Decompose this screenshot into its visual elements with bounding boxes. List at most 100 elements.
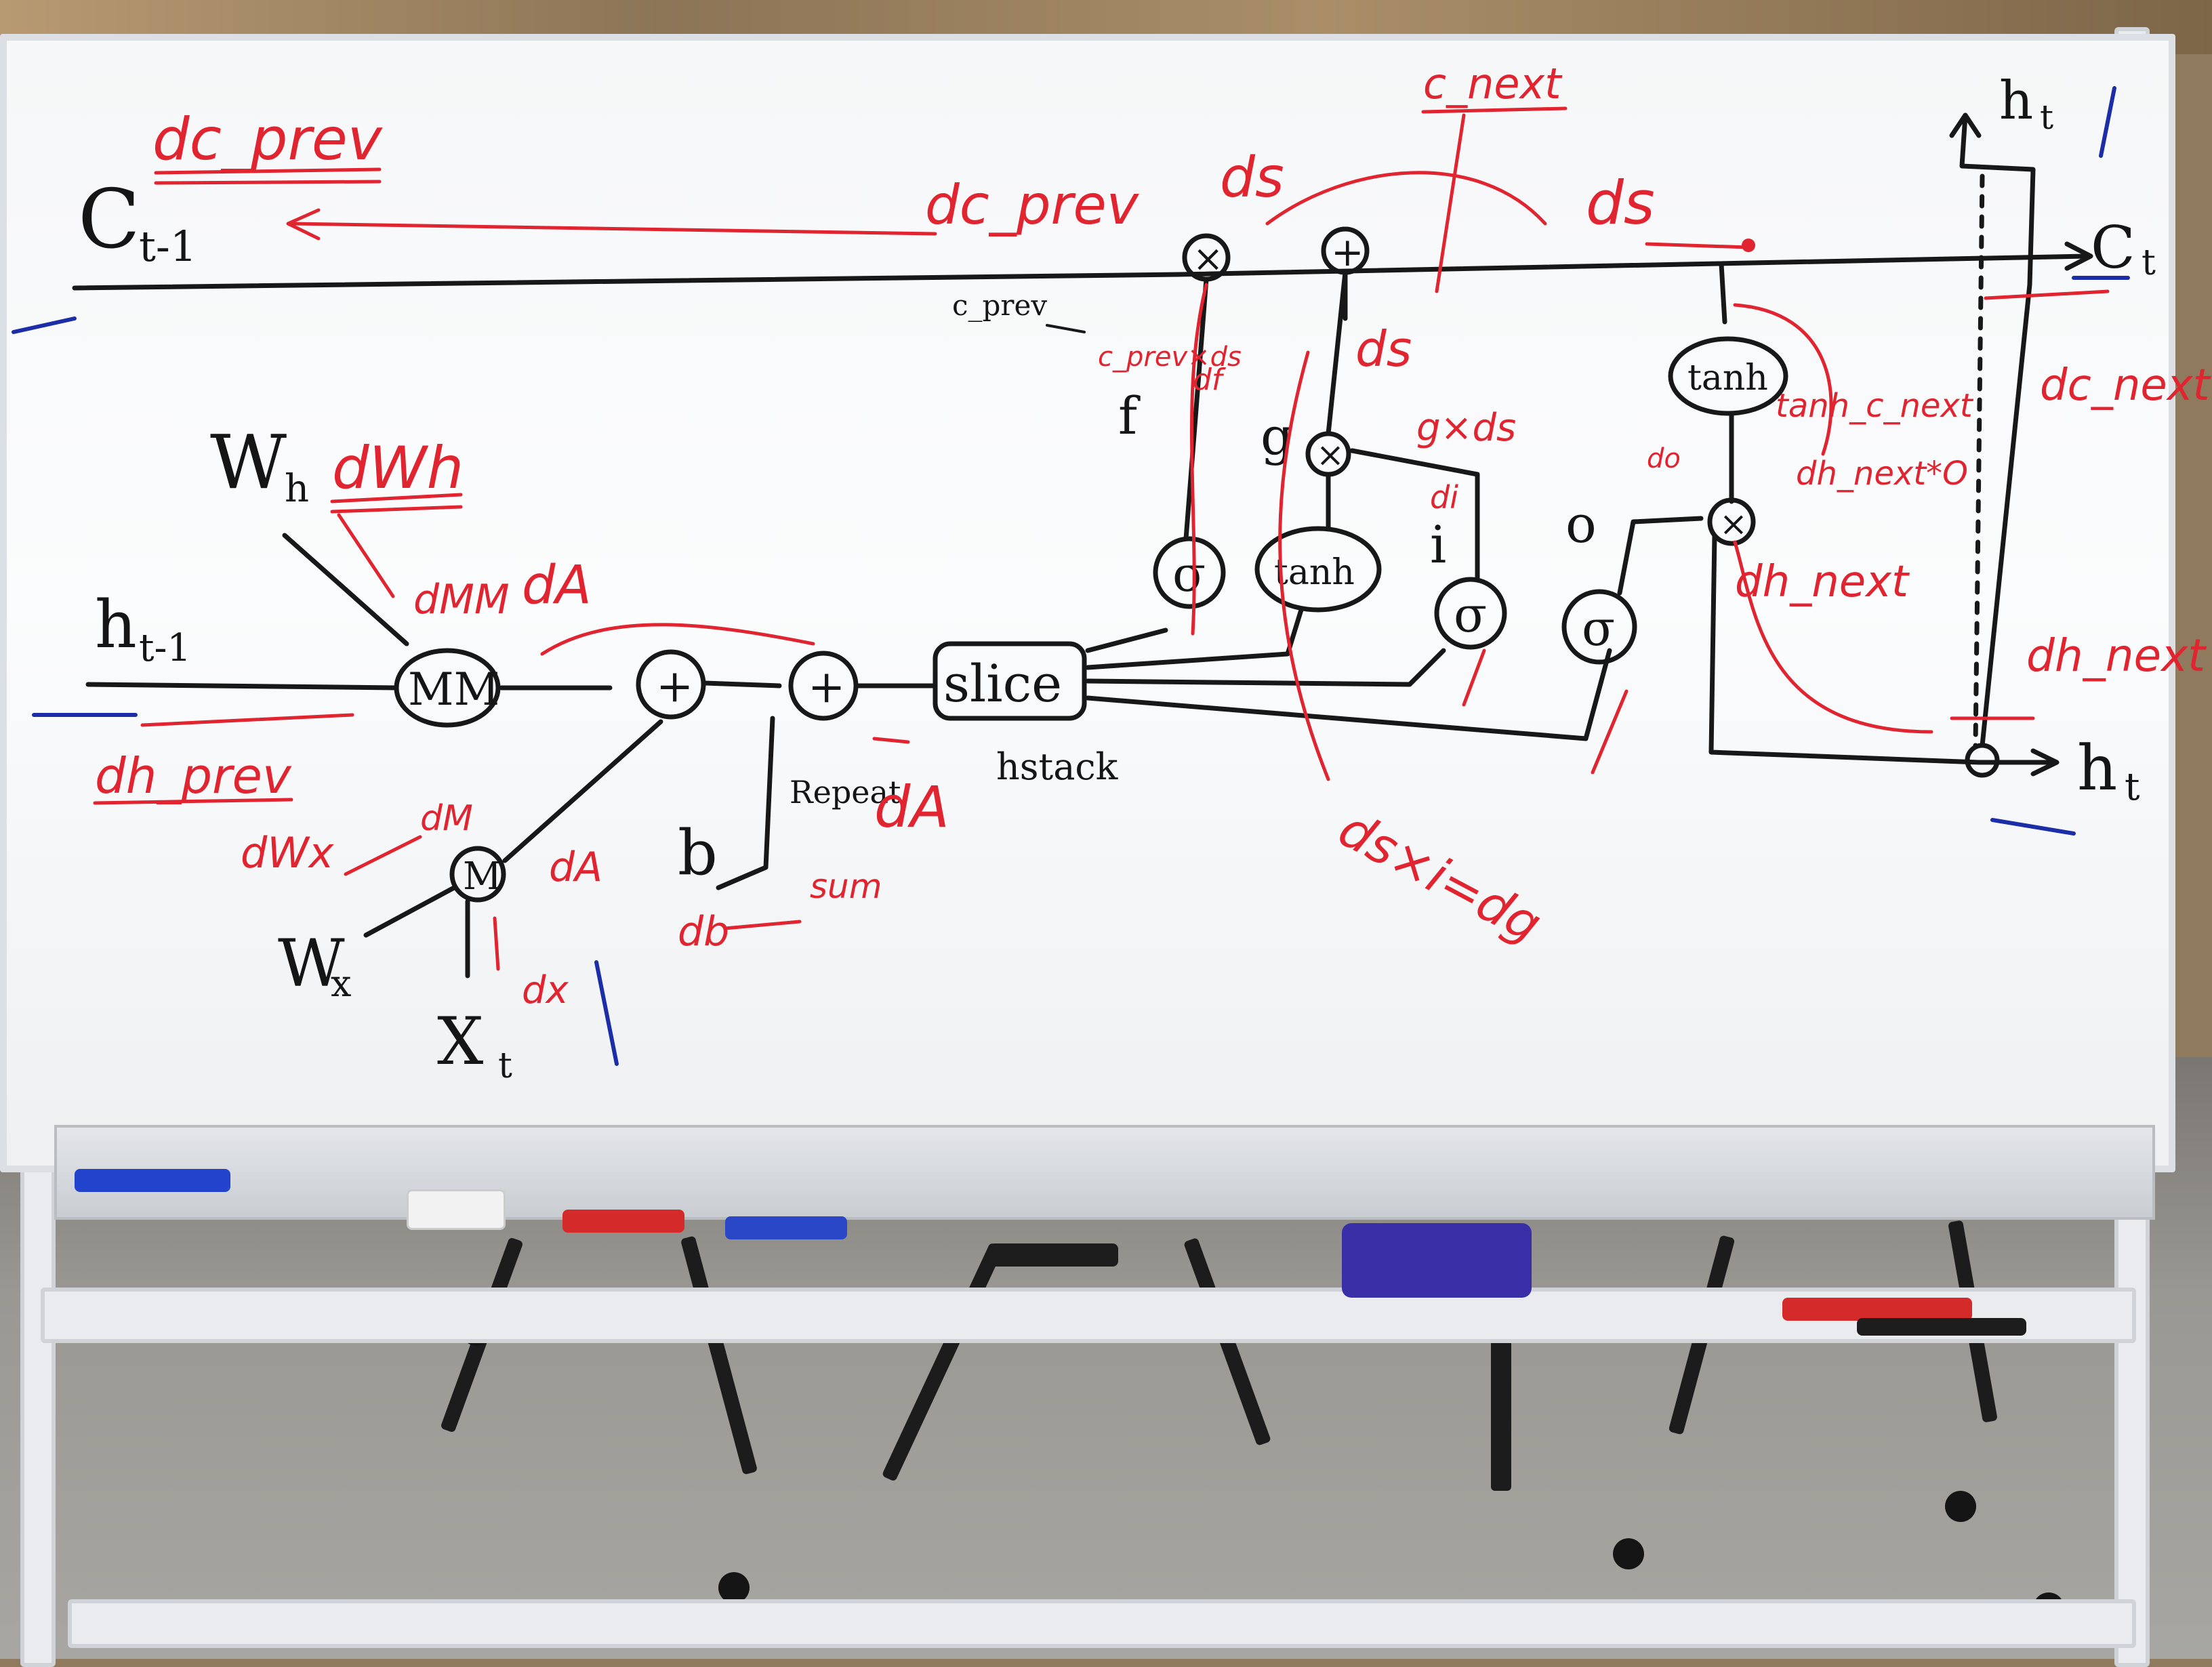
label-ds-3: ds: [1355, 321, 1412, 377]
grad-f: [1189, 283, 1208, 636]
label-tanh: tanh: [1274, 552, 1355, 593]
sigma-symbol: σ: [1582, 600, 1615, 657]
label-wx: W: [278, 926, 345, 1002]
plus-symbol: +: [656, 660, 693, 712]
label-ct: C: [2091, 214, 2135, 282]
grad-dwx: [344, 835, 422, 876]
tanh-c-node: [1668, 336, 1788, 416]
label-c-next: c_next: [1423, 59, 1563, 108]
grad-slice-back: [872, 737, 910, 744]
sigmoid-f-node: [1153, 536, 1226, 609]
label-dwx: dWx: [241, 828, 335, 878]
label-df: df: [1193, 363, 1227, 397]
sigmoid-o-node: [1561, 589, 1637, 665]
grad-ds: [1645, 242, 1750, 249]
label-da-1: dA: [522, 555, 592, 616]
label-ds-xi-dg: ds×i=dg: [1330, 800, 1551, 954]
label-tanh: tanh: [1687, 358, 1768, 398]
edge-mult-add: [1326, 270, 1348, 436]
blue-arrow: [1990, 818, 2076, 836]
grad-dh-next: [1733, 540, 1933, 734]
grad-dh-prev: [140, 713, 354, 727]
blue-arrow: [12, 316, 77, 334]
grad-dx: [493, 916, 500, 971]
dashed-boundary: [1973, 173, 1985, 748]
grad-dwh: [337, 513, 395, 598]
cell-state-line: [72, 253, 2090, 291]
label-dc-next: dc_next: [2040, 361, 2212, 411]
grad-i: [1462, 649, 1486, 707]
arrow-head: [286, 208, 321, 241]
grad-o: [1591, 689, 1629, 775]
label-sum: sum: [810, 867, 882, 906]
arrow-head: [1949, 112, 1982, 138]
matmul-node: [394, 648, 501, 728]
label-tanh-c-next: tanh_c_next: [1776, 387, 1974, 425]
label-wh: W: [210, 419, 287, 506]
edge-i-mult: [1349, 448, 1480, 582]
label-b: b: [678, 817, 718, 889]
label-m: M: [463, 855, 501, 899]
sigmoid-i-node: [1434, 577, 1507, 650]
label-dc-prev-top: dc_prev: [152, 106, 383, 173]
label-da-3: dA: [549, 844, 602, 891]
marker-tray: [54, 1125, 2155, 1220]
label-dwh: dWh: [332, 434, 464, 502]
label-hstack: hstack: [996, 745, 1119, 788]
plus-symbol: +: [808, 661, 845, 713]
edge-wh-mm: [282, 533, 409, 646]
blue-arrow: [2099, 86, 2116, 158]
output-multiply-node: [1707, 497, 1756, 546]
label-repeat: Repeat: [790, 774, 901, 810]
label-c-prev: C: [78, 173, 140, 267]
times-symbol: ×: [1193, 237, 1223, 280]
grad-dc-prev: [289, 222, 937, 236]
plus-symbol: +: [1331, 229, 1364, 275]
grad-dc-in: [1984, 289, 2110, 300]
label-da-2: dA: [874, 774, 949, 840]
label-ht-top: h: [1999, 70, 2033, 131]
label-dh-next-2: dh_next: [2026, 630, 2207, 682]
label-ht-top-sub: t: [2040, 98, 2053, 137]
times-symbol: ×: [1719, 504, 1748, 543]
label-xt-sub: t: [498, 1046, 512, 1086]
label-c-prev-sub: t-1: [139, 222, 197, 271]
label-dh-next-x-o: dh_next*O: [1796, 455, 1968, 493]
label-mm: MM: [408, 663, 499, 716]
tanh-g-node: [1254, 526, 1382, 613]
blue-arrow: [594, 960, 619, 1066]
edge-slice-g: [1085, 607, 1304, 670]
label-ds-2: ds: [1586, 168, 1655, 238]
pointer-c-next: [1435, 113, 1466, 293]
edge-slice-f: [1085, 627, 1168, 653]
edge-f-mult: [1183, 276, 1209, 541]
underline: [154, 167, 382, 185]
edge-slice-i: [1085, 648, 1446, 687]
underline: [330, 493, 463, 514]
stand-base-rail: [68, 1599, 2136, 1648]
label-xt: X: [437, 1004, 483, 1079]
grad-db: [723, 920, 802, 930]
grad-tanh: [1733, 303, 1833, 456]
times-symbol: ×: [1316, 435, 1345, 474]
label-dh-next-1: dh_next: [1735, 557, 1910, 607]
edge-ht: [1708, 533, 1982, 765]
label-gxds: g×ds: [1416, 406, 1516, 450]
arrow-head: [2030, 748, 2060, 777]
sigma-symbol: σ: [1172, 546, 1206, 602]
blue-marker: [725, 1216, 847, 1239]
edge-plus-plus: [702, 680, 782, 688]
grad-da-arc: [540, 623, 815, 656]
blue-marker: [75, 1169, 230, 1192]
label-dc-prev-mid: dc_prev: [925, 173, 1140, 236]
label-slice: slice: [943, 653, 1062, 714]
grad-dg: [1278, 350, 1330, 781]
arrow-head: [2064, 241, 2093, 271]
label-f: f: [1118, 386, 1141, 446]
black-marker: [1857, 1318, 2026, 1336]
matmul-x-node: [449, 846, 506, 903]
edge-ht-up: [1959, 112, 2036, 748]
sigma-symbol: σ: [1454, 586, 1487, 643]
label-wx-sub: x: [331, 962, 351, 1005]
